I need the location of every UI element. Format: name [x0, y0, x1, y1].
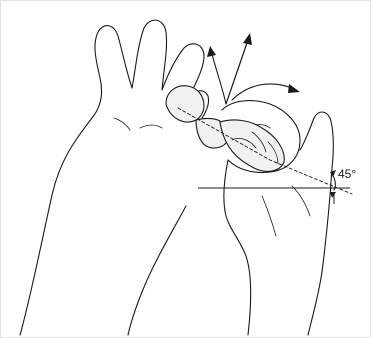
angle-label: 45°	[338, 167, 356, 181]
